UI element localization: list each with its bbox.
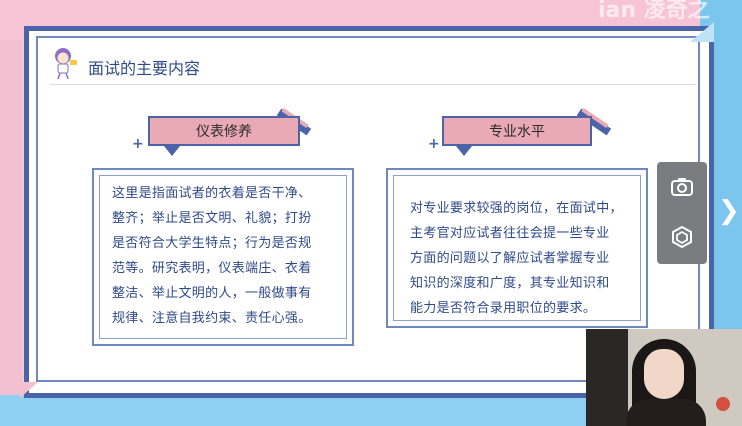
plus-icon: +: [132, 136, 144, 152]
card-line: 是否符合大学生特点；行为是否规: [112, 236, 312, 251]
card-line: 整齐；举止是否文明、礼貌；打扮: [112, 211, 312, 226]
tag-appearance: 仪表修养: [148, 116, 300, 146]
webcam-video: [586, 329, 742, 426]
side-toolbar: [657, 162, 707, 264]
layers-icon: [672, 226, 692, 248]
tag-tail: [456, 146, 472, 156]
presenter-body: [626, 399, 706, 426]
card-line: 知识的深度和广度，其专业知识和: [410, 276, 610, 291]
card-line: 规律、注意自我约束、责任心强。: [112, 311, 312, 326]
card-line: 主考官对应试者往往会提一些专业: [410, 226, 610, 241]
card-line: 能力是否符合录用职位的要求。: [410, 301, 597, 316]
background-left: [0, 40, 22, 426]
card-expertise-text: 对专业要求较强的岗位，在面试中， 主考官对应试者往往会提一些专业 方面的问题以了…: [410, 196, 646, 321]
camera-icon: [671, 178, 693, 196]
chevron-right-icon[interactable]: ❯: [718, 196, 740, 226]
presenter-face: [644, 349, 684, 399]
watermark: ian 凌奇之: [598, 0, 710, 23]
mascot-icon: [55, 48, 77, 80]
screenshot-button[interactable]: [657, 162, 707, 212]
decor-triangle-right: [690, 22, 714, 42]
card-expertise: [386, 168, 648, 328]
card-line: 对专业要求较强的岗位，在面试中，: [410, 201, 623, 216]
card-appearance-text: 这里是指面试者的衣着是否干净、 整齐；举止是否文明、礼貌；打扮 是否符合大学生特…: [112, 181, 346, 331]
webcam-shelf: [586, 329, 628, 426]
card-line: 方面的问题以了解应试者掌握专业: [410, 251, 610, 266]
title-divider: [50, 84, 696, 85]
card-line: 整洁、举止文明的人，一般做事有: [112, 286, 312, 301]
tag-tail: [164, 146, 180, 156]
card-appearance: [92, 168, 354, 346]
decor-flower: [716, 397, 730, 411]
slide-title: 面试的主要内容: [88, 59, 201, 78]
card-line: 范等。研究表明，仪表端庄、衣着: [112, 261, 312, 276]
overlay-button[interactable]: [657, 212, 707, 262]
card-line: 这里是指面试者的衣着是否干净、: [112, 186, 312, 201]
tag-expertise: 专业水平: [442, 116, 592, 146]
decor-triangle-bottom: [20, 382, 38, 398]
plus-icon: +: [428, 136, 440, 152]
